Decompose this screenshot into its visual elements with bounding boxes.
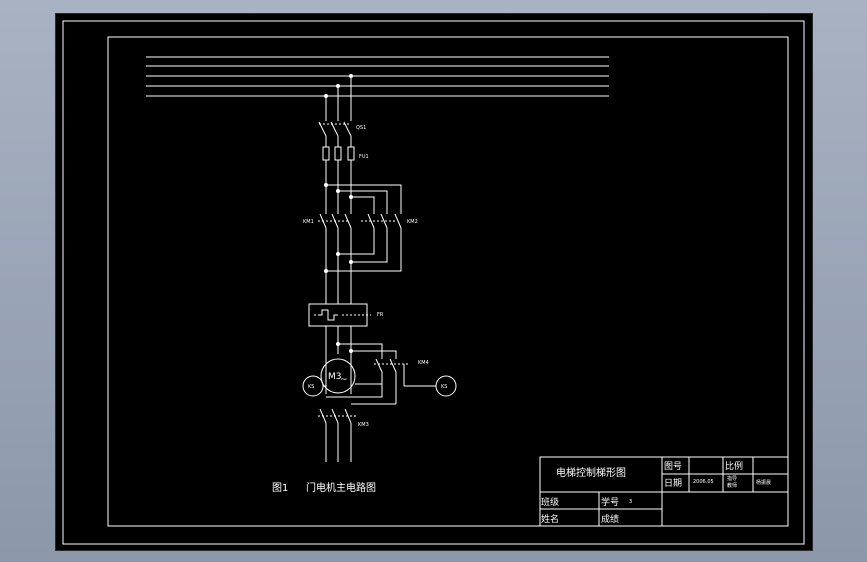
date-value: 2006.05	[693, 479, 714, 485]
label-km3: KM3	[358, 422, 369, 428]
label-fr: FR	[377, 312, 384, 318]
label-km4: KM4	[418, 360, 429, 366]
scale-label: 比例	[725, 460, 743, 472]
circuit	[146, 56, 609, 462]
caption-title: 门电机主电路图	[306, 481, 376, 494]
motor-m3	[320, 358, 356, 394]
electrical-drawing: QS1 FU1 KM1 KM2 FR KM4 KM3 KS KS M3 ~ 图1…	[62, 20, 805, 545]
caption-figure-number: 图1	[272, 482, 288, 494]
label-qs1: QS1	[356, 125, 366, 131]
student-number-value: 3	[629, 499, 632, 505]
small-cell-2: 教师	[727, 482, 737, 489]
outer-frame	[62, 20, 805, 545]
drawing-number-label: 图号	[664, 461, 682, 472]
student-number-label: 学号	[601, 496, 619, 508]
label-km1: KM1	[303, 219, 314, 225]
label-motor: M3	[328, 372, 342, 382]
name-label: 姓名	[541, 513, 559, 525]
label-ks-right: KS	[441, 384, 447, 390]
date-label: 日期	[664, 478, 682, 489]
label-motor-tilde: ~	[340, 375, 348, 385]
label-fu1: FU1	[359, 154, 369, 160]
small-cell-1: 指导	[727, 475, 737, 482]
label-km2: KM2	[407, 219, 418, 225]
title-block-title: 电梯控制梯形图	[556, 466, 626, 479]
label-ks-left: KS	[308, 384, 314, 390]
name-cell: 杨振晨	[756, 479, 771, 486]
title-block	[539, 456, 789, 527]
inner-frame	[107, 36, 789, 527]
grade-label: 成绩	[601, 513, 619, 525]
class-label: 班级	[541, 496, 559, 508]
cad-viewport[interactable]: QS1 FU1 KM1 KM2 FR KM4 KM3 KS KS M3 ~ 图1…	[55, 13, 813, 551]
